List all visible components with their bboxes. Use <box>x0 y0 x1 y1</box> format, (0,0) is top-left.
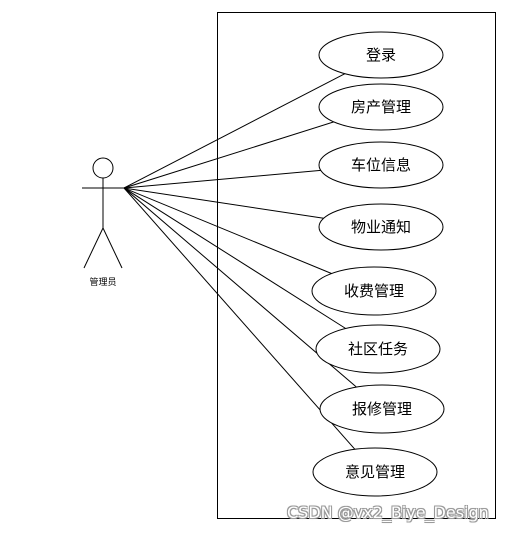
use-case-2: 车位信息 <box>318 141 444 189</box>
actor-right-leg <box>102 227 123 269</box>
use-case-3: 物业通知 <box>318 203 444 251</box>
actor-figure <box>82 157 124 269</box>
use-case-1: 房产管理 <box>318 83 444 131</box>
association-line <box>123 187 332 274</box>
use-case-label: 意见管理 <box>345 463 405 481</box>
use-case-5: 社区任务 <box>315 324 441 374</box>
association-line <box>123 187 356 450</box>
watermark-text: CSDN @vx2_Biye_Design <box>287 503 489 522</box>
actor-head <box>92 157 114 179</box>
association-lines <box>123 73 357 450</box>
actor-label: 管理员 <box>89 276 116 288</box>
use-case-ellipse <box>315 324 441 374</box>
use-case-6: 报修管理 <box>319 384 445 434</box>
association-line <box>123 169 321 189</box>
use-case-label: 社区任务 <box>348 340 408 358</box>
use-case-label: 物业通知 <box>351 218 411 236</box>
use-case-label: 房产管理 <box>351 98 411 116</box>
actor-left-leg <box>83 227 104 269</box>
system-boundary <box>217 12 496 519</box>
use-case-label: 报修管理 <box>352 400 412 418</box>
use-case-label: 车位信息 <box>351 156 411 174</box>
use-case-ellipse <box>318 203 444 251</box>
use-case-ellipse <box>318 31 444 79</box>
association-line <box>123 73 346 189</box>
use-case-ellipse <box>318 141 444 189</box>
use-case-0: 登录 <box>318 31 444 79</box>
use-case-label: 登录 <box>366 46 396 64</box>
use-case-ellipse <box>318 83 444 131</box>
association-line <box>123 121 334 189</box>
use-case-ellipse <box>312 447 438 497</box>
use-case-ellipse <box>311 266 437 316</box>
use-case-4: 收费管理 <box>311 266 437 316</box>
use-case-7: 意见管理 <box>312 447 438 497</box>
use-case-label: 收费管理 <box>344 282 404 300</box>
association-line <box>123 187 324 219</box>
use-case-ellipse <box>319 384 445 434</box>
association-line <box>123 187 346 329</box>
